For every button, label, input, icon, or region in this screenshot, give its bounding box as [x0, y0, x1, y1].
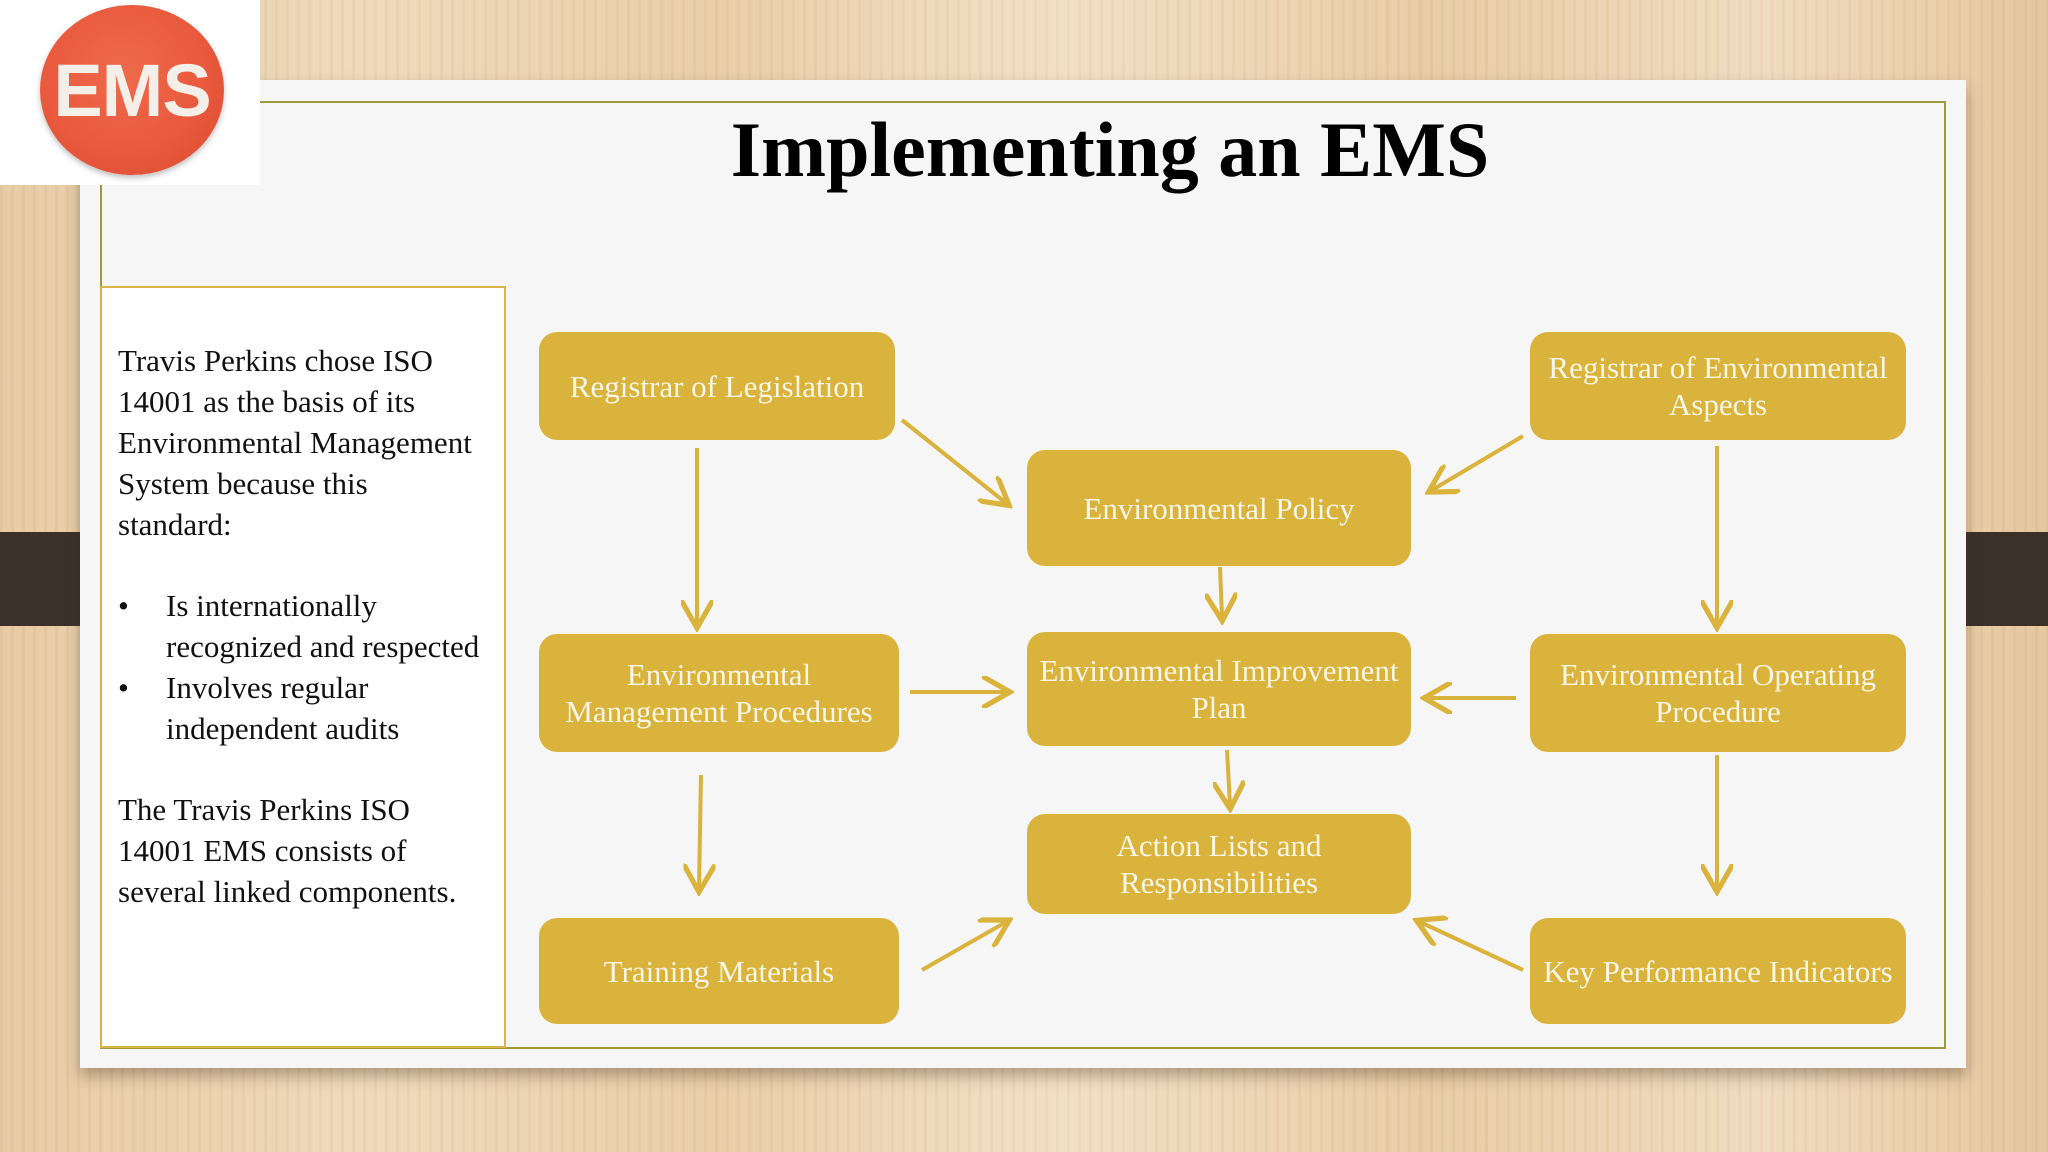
logo-text: EMS [53, 48, 211, 132]
closing-text: The Travis Perkins ISO 14001 EMS consist… [118, 792, 457, 909]
page-title: Implementing an EMS [730, 106, 1490, 193]
list-item-text: Is internationally recognized and respec… [166, 588, 480, 664]
arrow-aspects-to-policy [1432, 434, 1525, 490]
arrow-legislation-to-policy [900, 418, 1006, 503]
bullet-icon: • [118, 588, 129, 623]
logo-badge: EMS [0, 0, 260, 185]
intro-text: Travis Perkins chose ISO 14001 as the ba… [118, 343, 472, 542]
arrow-plan-to-actions [1227, 749, 1230, 805]
list-item: • Is internationally recognized and respe… [118, 585, 488, 667]
bullet-icon: • [118, 670, 129, 705]
arrow-kpis-to-actions [1420, 922, 1524, 972]
node-improvement-plan: Environmental Improvement Plan [1027, 632, 1411, 746]
node-management-procedures: Environmental Management Procedures [539, 634, 899, 752]
reasons-list: • Is internationally recognized and respe… [118, 585, 488, 749]
arrow-procedures-to-training [699, 774, 701, 888]
arrow-training-to-actions [921, 922, 1006, 972]
description-panel: Travis Perkins chose ISO 14001 as the ba… [100, 286, 506, 1048]
node-operating-procedure: Environmental Operating Procedure [1530, 634, 1906, 752]
arrow-policy-to-plan [1220, 566, 1222, 617]
node-registrar-aspects: Registrar of Environmental Aspects [1530, 332, 1906, 440]
node-action-lists: Action Lists and Responsibilities [1027, 814, 1411, 914]
node-training-materials: Training Materials [539, 918, 899, 1024]
list-item-text: Involves regular independent audits [166, 670, 400, 746]
node-registrar-legislation: Registrar of Legislation [539, 332, 895, 440]
ems-logo-icon: EMS [40, 5, 224, 175]
node-key-performance-indicators: Key Performance Indicators [1530, 918, 1906, 1024]
list-item: • Involves regular independent audits [118, 667, 488, 749]
node-environmental-policy: Environmental Policy [1027, 450, 1411, 566]
